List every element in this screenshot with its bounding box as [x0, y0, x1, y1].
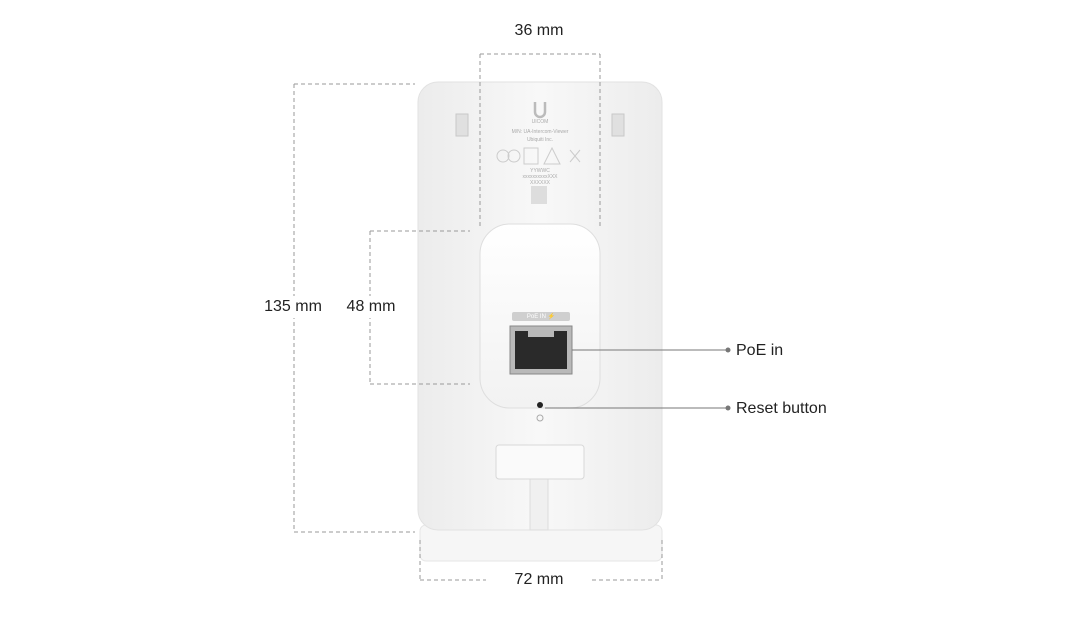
port-label-plate — [512, 312, 570, 321]
port-label: PoE IN ⚡ — [526, 314, 556, 320]
callout-dot-reset — [725, 405, 731, 411]
cable-channel — [529, 477, 549, 531]
date-code: YYWWC — [530, 168, 550, 174]
dimension-height-module: 48 mm — [346, 296, 396, 318]
qr-code — [531, 186, 547, 204]
serial-text: xxxxxxxxxxXXX — [522, 174, 558, 180]
callout-lines — [545, 349, 728, 409]
maker-text: Ubiquiti Inc. — [526, 137, 554, 143]
dimension-height-total: 135 mm — [264, 296, 322, 318]
mount-slot-right — [611, 113, 625, 137]
code-text: XXXXXX — [529, 180, 551, 186]
logo-text: UICOM — [531, 119, 549, 125]
certification-marks — [496, 146, 581, 165]
dimension-width-top: 36 mm — [514, 22, 564, 39]
reset-button[interactable] — [537, 402, 543, 408]
dimension-width-bottom: 72 mm — [514, 571, 564, 588]
model-text: M/N: UA-Intercom-Viewer — [511, 129, 569, 135]
callout-dot-poe — [725, 347, 731, 353]
ethernet-port-key — [528, 331, 554, 337]
ui-logo-icon — [533, 102, 547, 119]
stand-opening — [495, 444, 585, 480]
reset-icon — [536, 414, 544, 422]
callout-poe-in: PoE in — [736, 342, 784, 359]
mount-slot-left — [455, 113, 469, 137]
callout-reset-button: Reset button — [736, 400, 827, 417]
ethernet-port-socket — [515, 331, 567, 369]
